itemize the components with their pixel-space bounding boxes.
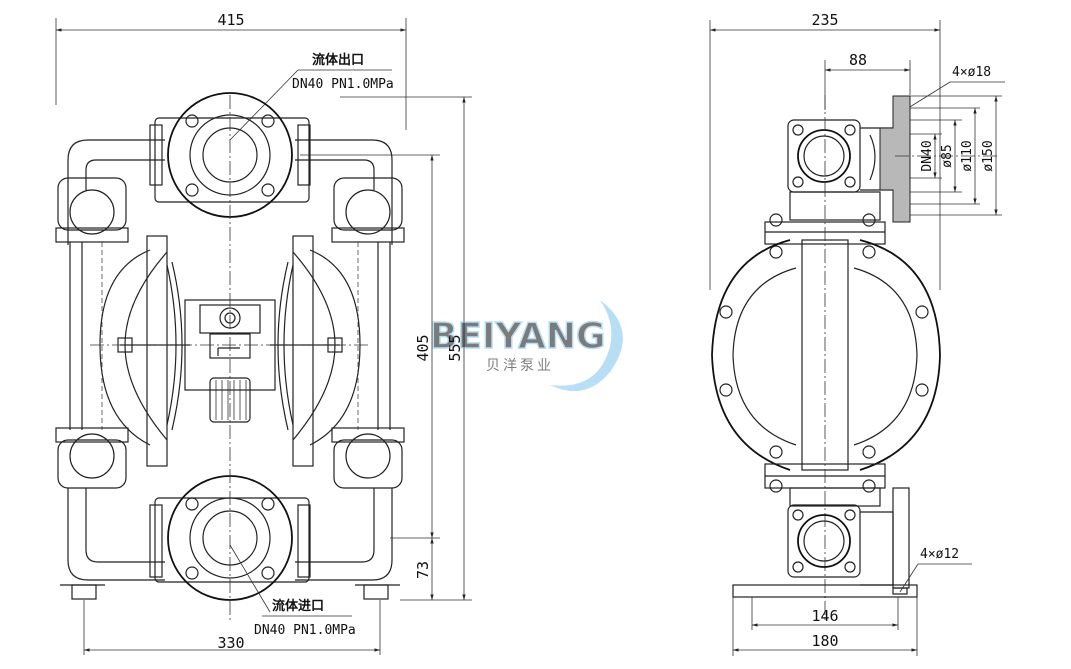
- side-lower-clamp: [764, 445, 886, 507]
- foot-180-value: 180: [811, 632, 838, 650]
- height-73-value: 73: [414, 561, 432, 579]
- height-405-value: 405: [414, 334, 432, 361]
- upper-manifold: [67, 124, 393, 245]
- upper-ball-valves: [55, 177, 405, 243]
- watermark-swoosh-icon: [550, 300, 623, 392]
- outlet-spec: DN40 PN1.0MPa: [292, 77, 394, 92]
- height-555-value: 555: [446, 334, 464, 361]
- bottom-inlet-flange: [154, 475, 310, 601]
- watermark-brand: BEIYANG: [430, 316, 606, 357]
- brand-watermark: BEIYANG 贝洋泵业: [429, 300, 623, 392]
- flange-d110-value: ø110: [960, 140, 975, 171]
- foot-146-value: 146: [811, 607, 838, 625]
- bottom-bolt-spec: 4×ø12: [920, 547, 959, 562]
- side-foot-dimensions: 146 180: [732, 597, 918, 656]
- front-width-value: 415: [217, 11, 244, 29]
- front-base-dimension: 330: [83, 600, 381, 655]
- bottom-bolt-callout: 4×ø12: [899, 547, 972, 593]
- top-bolt-callout: 4×ø18: [904, 65, 1005, 111]
- side-main-chamber: [711, 95, 941, 620]
- flange-dn-value: DN40: [920, 140, 935, 171]
- outlet-label: 流体出口: [312, 52, 364, 68]
- left-diaphragm-chamber: [99, 235, 190, 467]
- flange-d150-value: ø150: [981, 140, 996, 171]
- front-width-dimension: 415: [55, 11, 407, 130]
- outlet-callout: 流体出口 DN40 PN1.0MPa: [229, 52, 394, 141]
- watermark-brand-cn: 贝洋泵业: [486, 358, 554, 374]
- inlet-spec: DN40 PN1.0MPa: [254, 623, 356, 638]
- side-width-dimension: 235: [709, 11, 941, 290]
- side-view: 235 88 4×ø18: [709, 11, 1005, 656]
- body-side-pipes: [69, 242, 391, 430]
- side-width-value: 235: [811, 11, 838, 29]
- inlet-callout: 流体进口 DN40 PN1.0MPa: [229, 544, 356, 638]
- front-base-value: 330: [217, 634, 244, 652]
- side-bottom-inlet: [787, 487, 910, 589]
- lower-manifold: [60, 488, 400, 600]
- flange-d85-value: ø85: [940, 144, 955, 167]
- side-flange-dimensions: DN40 ø85 ø110 ø150: [910, 95, 1002, 216]
- front-center-lines: [90, 95, 370, 620]
- front-height-dimensions: 405 555 73: [300, 96, 472, 601]
- side-top-outlet: [787, 95, 1000, 223]
- side-base-plate: [732, 584, 918, 598]
- top-outlet-flange: [154, 92, 310, 218]
- lower-ball-valves: [55, 427, 405, 489]
- front-view: 415 流体出口 DN40 PN1.0MPa: [55, 11, 472, 655]
- top-bolt-spec: 4×ø18: [952, 65, 991, 80]
- right-diaphragm-chamber: [270, 235, 361, 467]
- side-offset-value: 88: [849, 51, 867, 69]
- inlet-label: 流体进口: [272, 598, 324, 614]
